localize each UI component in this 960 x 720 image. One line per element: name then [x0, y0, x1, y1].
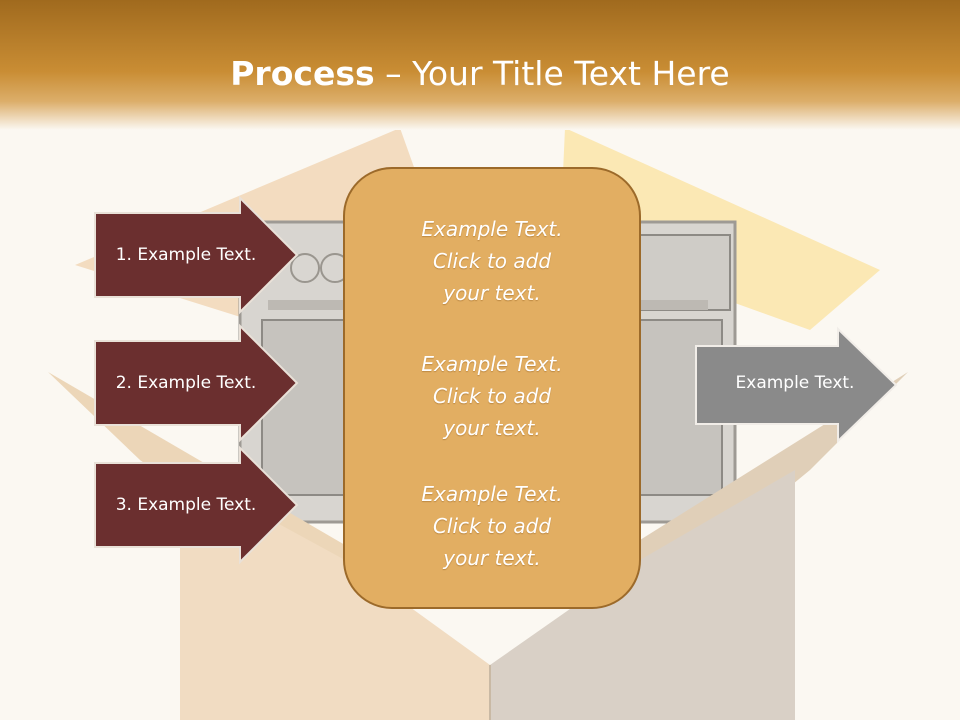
title-bar	[0, 0, 960, 130]
slide-title[interactable]: Process – Your Title Text Here	[0, 52, 960, 96]
left-arrow-3-label: 3. Example Text.	[115, 495, 257, 515]
title-bold: Process	[230, 54, 375, 93]
center-text-line: your text.	[443, 416, 541, 440]
center-text-block-2: Example Text. Click to add your text.	[350, 348, 634, 444]
center-box[interactable]	[343, 167, 641, 609]
center-text-line: your text.	[443, 281, 541, 305]
center-text-line: Example Text.	[421, 217, 563, 241]
left-arrow-2[interactable]	[94, 323, 299, 443]
center-text-line: Example Text.	[421, 482, 563, 506]
right-arrow-label: Example Text.	[735, 373, 855, 393]
box-front-right	[490, 470, 795, 720]
center-text-line: Example Text.	[421, 352, 563, 376]
center-text-line: Click to add	[432, 384, 552, 408]
center-text-line: your text.	[443, 546, 541, 570]
center-text-block-1: Example Text. Click to add your text.	[350, 213, 634, 309]
title-rest: – Your Title Text Here	[374, 54, 730, 93]
left-arrow-1[interactable]	[94, 195, 299, 315]
oven-panel	[639, 234, 731, 311]
center-text-line: Click to add	[432, 249, 552, 273]
left-arrow-3[interactable]	[94, 445, 299, 565]
center-text-line: Click to add	[432, 514, 552, 538]
right-arrow[interactable]	[695, 326, 898, 444]
center-text-block-3: Example Text. Click to add your text.	[350, 478, 634, 574]
oven-knob	[290, 253, 320, 283]
left-arrow-2-label: 2. Example Text.	[115, 373, 257, 393]
left-arrow-1-label: 1. Example Text.	[115, 245, 257, 265]
